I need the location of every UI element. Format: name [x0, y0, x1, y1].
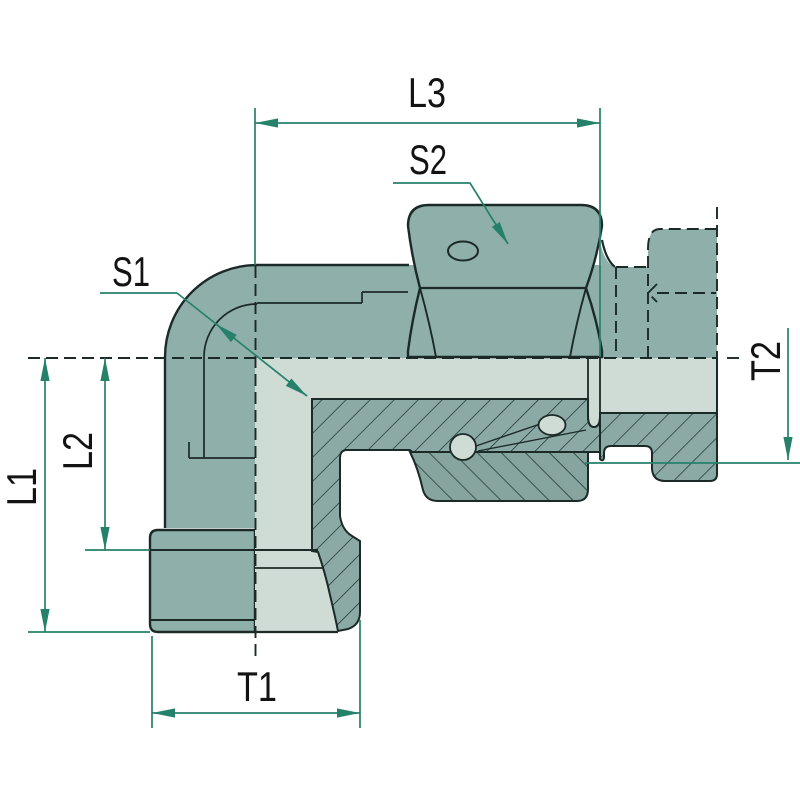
dimensions [28, 108, 800, 728]
dashed-lines [28, 207, 718, 658]
union-nut-section [408, 451, 589, 502]
dimension-label-t2: T2 [742, 341, 789, 381]
cone-gap-line-upper [475, 423, 541, 447]
sectioned-material [311, 398, 718, 633]
dimension-t1 [151, 620, 361, 728]
dimension-l1 [28, 358, 150, 633]
s1-arrow-upper [215, 323, 237, 343]
seal-ball-left [449, 433, 477, 461]
seal-ball-right [537, 414, 567, 436]
tube-gap-slot [587, 358, 601, 428]
nut-dimple-mark [447, 240, 479, 262]
inner-bend-arc [203, 303, 258, 358]
s1-arrow-lower [285, 378, 308, 397]
dimension-label-l3: L3 [408, 69, 446, 116]
cone-gap-line-lower [477, 429, 587, 452]
s2-leader-line [393, 182, 509, 245]
dimension-labels: L3 S2 S1 L1 L2 T1 T2 [0, 69, 789, 710]
s1-diagonal [176, 292, 308, 397]
body-neck-surface [615, 267, 648, 358]
female-port-section [599, 412, 718, 482]
cutting-ring-detail [449, 358, 601, 461]
hex-facet-curve-left [419, 287, 437, 358]
phantom-swivel-outline [647, 228, 717, 358]
hex-nut-body [406, 203, 604, 359]
elbow-outer-edge [163, 263, 409, 528]
dimension-label-s2: S2 [409, 136, 447, 183]
phantom-thread-chamfer [646, 283, 658, 303]
bottom-stud-nut [148, 528, 257, 634]
dimension-l2 [85, 358, 150, 551]
dimension-t2 [585, 328, 800, 464]
dimension-l3 [254, 108, 601, 357]
body-flare-surface [601, 246, 615, 358]
hex-facet-curve-right [569, 287, 587, 358]
swivel-nut-s2 [406, 203, 604, 359]
body-outlines [150, 239, 718, 634]
dimension-label-s1: S1 [112, 248, 150, 295]
dimension-label-l2: L2 [54, 432, 101, 470]
flare-edge [600, 239, 616, 268]
dimension-label-t1: T1 [237, 663, 277, 710]
leader-s1 [100, 292, 308, 397]
dimension-label-l1: L1 [0, 468, 45, 506]
leader-s2 [393, 182, 509, 245]
